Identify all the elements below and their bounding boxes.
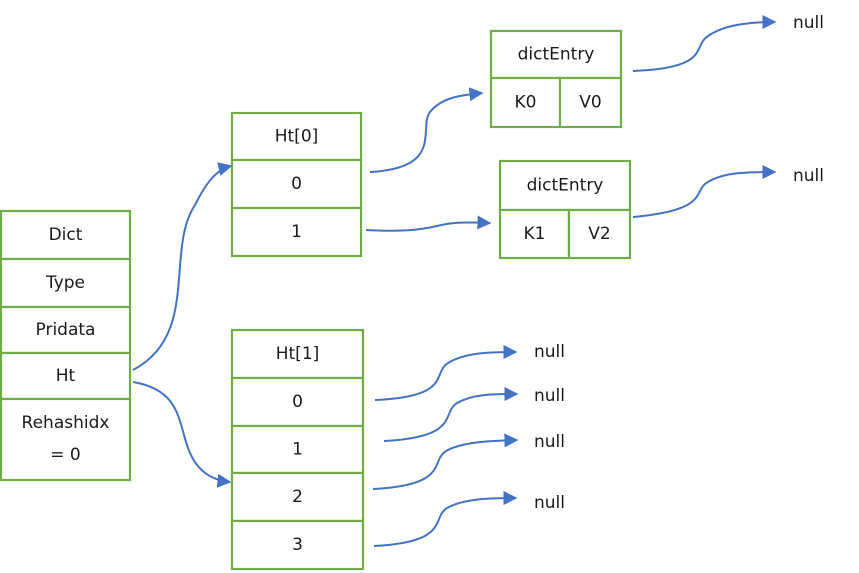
dict-ht-cell bbox=[0, 351, 132, 401]
ht1-slot-2-cell bbox=[230, 471, 365, 523]
dict-rehashidx-cell bbox=[0, 397, 132, 482]
null-label-ht1-slot2: null bbox=[534, 432, 565, 452]
null-labels: null null null null null null bbox=[534, 13, 824, 513]
entry-a-value-label: V0 bbox=[579, 93, 601, 113]
dict-title-cell bbox=[0, 209, 132, 261]
null-label-ht1-slot0: null bbox=[534, 342, 565, 362]
dict-type-cell bbox=[0, 257, 132, 309]
dict-title-label: Dict bbox=[49, 225, 83, 245]
ht0-slot-1-cell bbox=[230, 206, 363, 258]
ht0-slot-1-label: 1 bbox=[291, 222, 302, 242]
dict-rehashidx-value: = 0 bbox=[50, 445, 80, 465]
entry-a-title-label: dictEntry bbox=[518, 45, 595, 65]
entry-a-value-cell bbox=[558, 76, 623, 129]
ht1-title-cell bbox=[230, 328, 365, 380]
arrow-ht0-slot0-to-entry-a bbox=[369, 87, 484, 173]
entry-b-value-label: V2 bbox=[588, 224, 610, 244]
ht1-slot-1-cell bbox=[230, 424, 365, 475]
dict-box: Dict Type Pridata Ht Rehashidx = 0 bbox=[0, 209, 132, 482]
ht0-slot-0-cell bbox=[230, 158, 363, 210]
ht1-slot-3-cell bbox=[230, 519, 365, 571]
arrow-ht1-slot0-to-null bbox=[374, 345, 518, 401]
arrow-ht1-slot3-to-null bbox=[373, 491, 518, 547]
entry-b-value-cell bbox=[567, 208, 632, 260]
dict-rehashidx-label: Rehashidx bbox=[22, 413, 110, 433]
ht0-title-label: Ht[0] bbox=[275, 127, 319, 147]
pointer-arrows bbox=[132, 15, 777, 547]
entry-b-key-label: K1 bbox=[524, 224, 546, 244]
arrow-ht1-slot2-to-null bbox=[372, 433, 519, 490]
arrow-entry-b-to-null bbox=[632, 165, 777, 218]
null-label-entry-b: null bbox=[793, 166, 824, 186]
arrow-ht-to-ht0 bbox=[132, 162, 233, 371]
dict-entry-a: dictEntry K0 V0 bbox=[489, 29, 623, 129]
dict-entry-b: dictEntry K1 V2 bbox=[498, 159, 632, 260]
ht0-table: Ht[0] 0 1 bbox=[230, 111, 363, 258]
entry-a-key-label: K0 bbox=[515, 93, 537, 113]
entry-b-key-cell bbox=[498, 208, 571, 260]
null-label-entry-a: null bbox=[793, 13, 824, 33]
ht1-slot-3-label: 3 bbox=[292, 535, 303, 555]
null-label-ht1-slot1: null bbox=[534, 386, 565, 406]
ht1-slot-1-label: 1 bbox=[292, 440, 303, 460]
arrow-ht1-slot1-to-null bbox=[383, 387, 519, 442]
ht1-slot-2-label: 2 bbox=[292, 487, 303, 507]
entry-a-key-cell bbox=[489, 76, 562, 129]
dict-pridata-label: Pridata bbox=[36, 320, 96, 340]
entry-b-title-cell bbox=[498, 159, 632, 212]
dict-ht-label: Ht bbox=[56, 366, 76, 386]
arrow-ht0-slot1-to-entry-b bbox=[365, 215, 492, 232]
ht1-title-label: Ht[1] bbox=[276, 344, 320, 364]
ht0-slot-0-label: 0 bbox=[291, 174, 302, 194]
null-label-ht1-slot3: null bbox=[534, 493, 565, 513]
ht1-table: Ht[1] 0 1 2 3 bbox=[230, 328, 365, 571]
ht1-slot-0-label: 0 bbox=[292, 392, 303, 412]
dict-type-label: Type bbox=[45, 273, 85, 293]
entry-b-title-label: dictEntry bbox=[527, 176, 604, 196]
arrow-ht-to-ht1 bbox=[132, 381, 232, 488]
arrow-entry-a-to-null bbox=[632, 15, 777, 72]
